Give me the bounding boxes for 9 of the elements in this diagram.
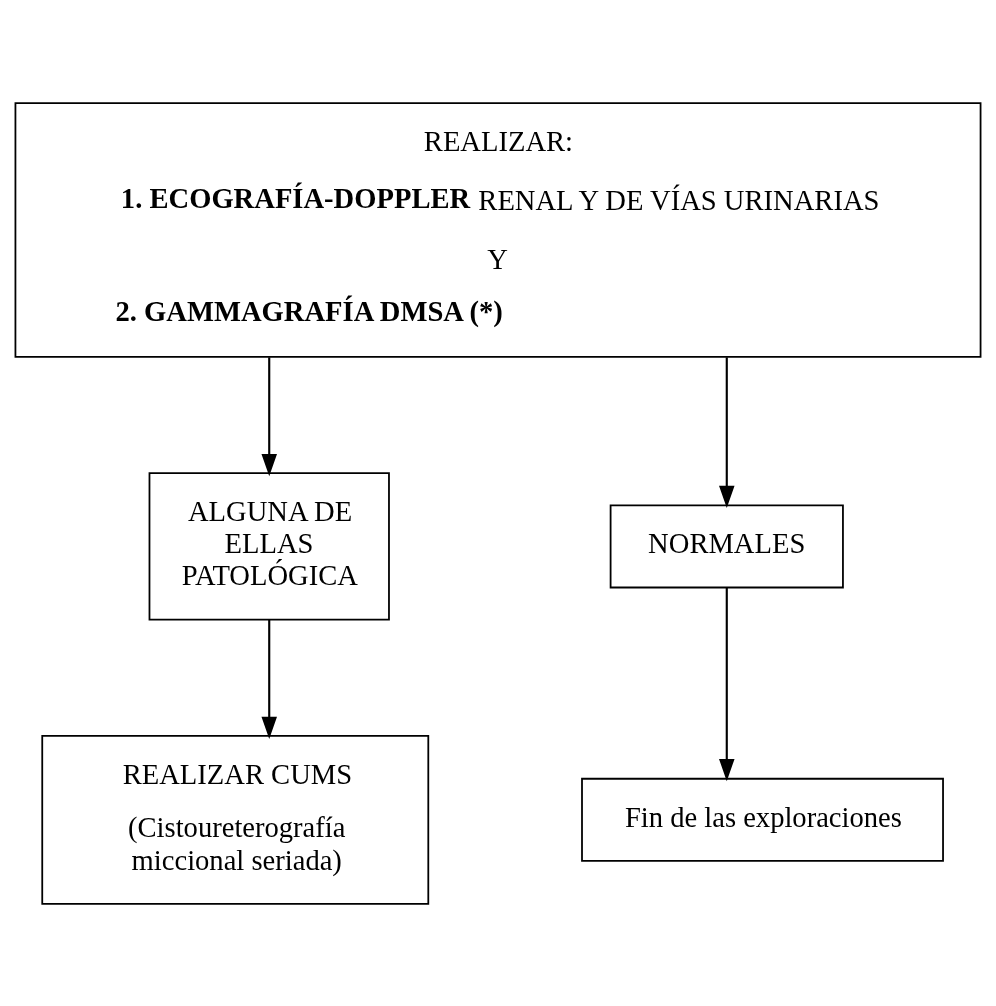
node-box: Fin de las exploraciones <box>581 777 944 862</box>
arrow <box>719 356 735 508</box>
node-box: ALGUNA DE ELLAS PATOLÓGICA <box>148 471 390 621</box>
arrow <box>261 619 277 739</box>
node-box: REALIZAR CUMS (Cistoureterografía miccional seriada) <box>41 734 430 905</box>
arrow <box>261 356 277 476</box>
node-box: NORMALES <box>609 503 844 588</box>
node-box: REALIZAR: 1. ECOGRAFÍA-DOPPLER RENAL Y DE VÍAS URINARIAS Y 2. GAMMAGRAFÍA DMSA (*) <box>14 101 982 358</box>
arrow <box>719 587 735 781</box>
